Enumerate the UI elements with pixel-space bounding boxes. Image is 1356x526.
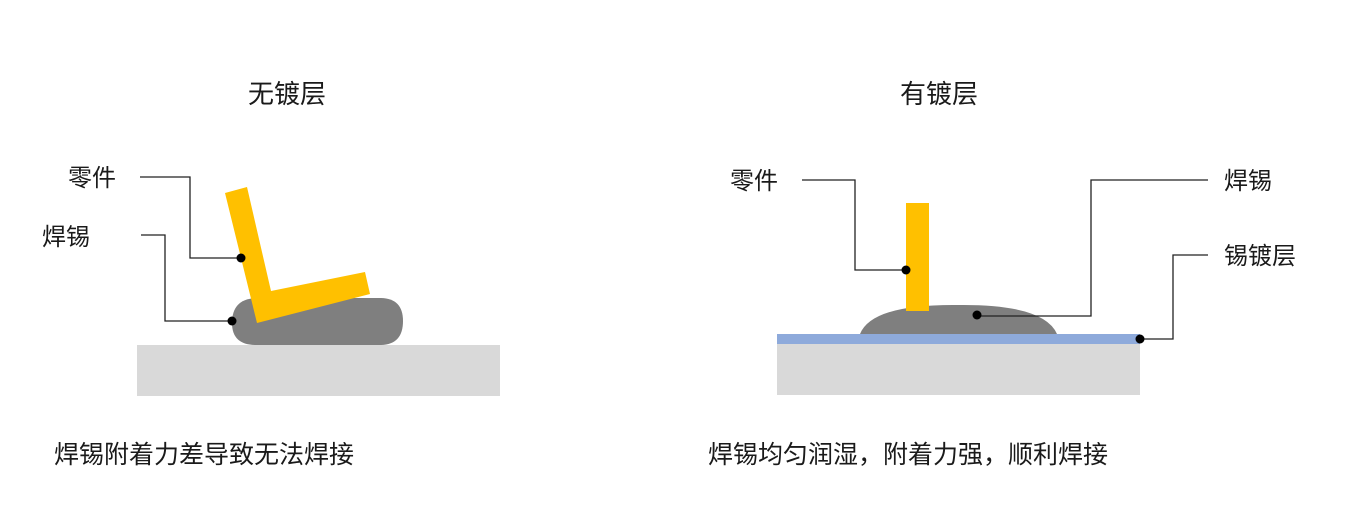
right-part-leader-dot	[901, 265, 911, 275]
right-caption: 焊锡均匀润湿，附着力强，顺利焊接	[708, 440, 1108, 469]
left-solder-leader-dot	[227, 316, 237, 326]
right-panel: 有镀层 零件 焊锡 锡镀层 焊锡均匀润湿，附着力强，顺利焊接	[708, 80, 1296, 469]
right-solder-dome	[860, 304, 1057, 334]
right-panel-title: 有镀层	[900, 80, 978, 110]
left-panel-title: 无镀层	[248, 80, 326, 110]
right-substrate	[777, 344, 1140, 395]
left-panel: 无镀层 零件 焊锡 焊锡附着力差导致无法焊接	[42, 80, 500, 469]
right-solder-leader	[977, 179, 1208, 317]
left-part	[225, 187, 370, 323]
right-plating-label: 锡镀层	[1224, 242, 1296, 270]
right-plating-layer	[777, 334, 1140, 344]
right-plating-leader-dot	[1135, 334, 1145, 344]
left-solder-leader	[141, 234, 232, 322]
right-part-label: 零件	[730, 167, 778, 195]
left-part-leader	[140, 176, 241, 259]
left-part-label: 零件	[68, 164, 116, 192]
left-caption: 焊锡附着力差导致无法焊接	[54, 440, 354, 469]
right-solder-label: 焊锡	[1224, 167, 1272, 195]
left-substrate	[137, 345, 500, 396]
left-part-leader-dot	[236, 253, 246, 263]
right-part	[906, 203, 929, 311]
left-solder-label: 焊锡	[42, 223, 90, 251]
right-plating-leader	[1140, 254, 1208, 340]
right-part-leader	[802, 179, 906, 271]
right-solder-leader-dot	[972, 310, 982, 320]
